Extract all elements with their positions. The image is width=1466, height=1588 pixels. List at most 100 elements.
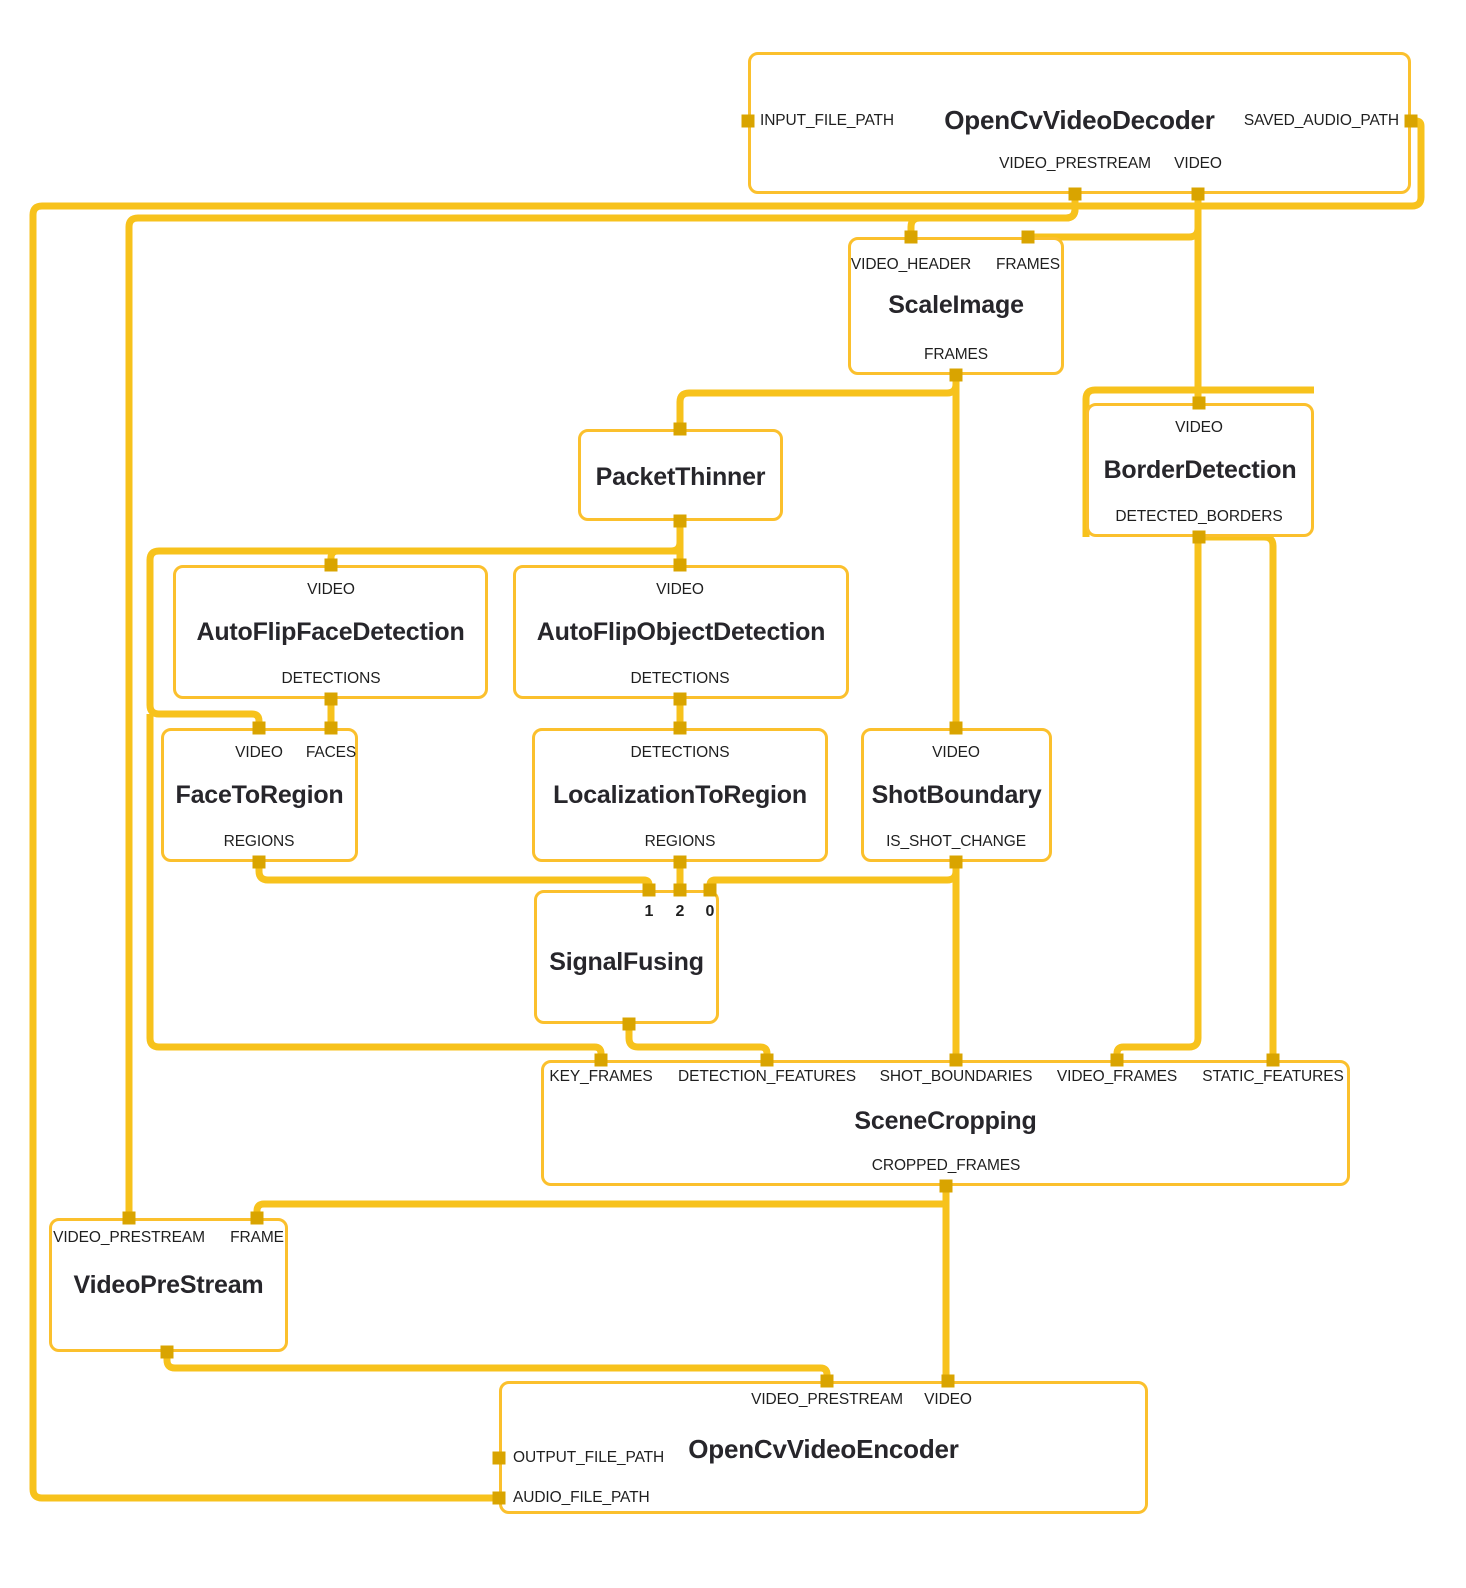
edge (253, 1200, 946, 1218)
port-scale_image-frames[interactable] (1021, 230, 1035, 244)
node-localization_to_region[interactable]: LocalizationToRegion (532, 728, 828, 862)
edge (255, 862, 653, 890)
node-border_detection[interactable]: BorderDetection (1086, 403, 1314, 537)
port-label-signal_fusing-0: 0 (705, 903, 715, 920)
node-title-video_pre_stream: VideoPreStream (73, 1271, 264, 1299)
port-label-scene_cropping-detection-features: DETECTION_FEATURES (678, 1068, 856, 1085)
node-title-autoflip_face_detection: AutoFlipFaceDetection (196, 618, 465, 646)
port-label-border_detection-video: VIDEO (1175, 419, 1223, 436)
edge (146, 714, 605, 1060)
port-scene_cropping-video-frames[interactable] (1110, 1053, 1124, 1067)
edge (907, 194, 1079, 237)
port-label-opencv_video_encoder-audio-file-path: AUDIO_FILE_PATH (513, 1489, 650, 1506)
port-border_detection-detected-borders[interactable] (1192, 530, 1206, 544)
port-opencv_video_decoder-video-prestream[interactable] (1068, 187, 1082, 201)
port-shot_boundary-video[interactable] (949, 721, 963, 735)
edge (676, 375, 960, 429)
edge (163, 1352, 831, 1381)
port-localization_to_region-regions[interactable] (673, 855, 687, 869)
port-label-scale_image-frames: FRAMES (996, 256, 1060, 273)
edge (146, 547, 680, 728)
node-title-opencv_video_encoder: OpenCvVideoEncoder (688, 1434, 959, 1464)
port-opencv_video_encoder-video-prestream[interactable] (820, 1374, 834, 1388)
port-localization_to_region-detections[interactable] (673, 721, 687, 735)
port-label-signal_fusing-1: 1 (644, 903, 654, 920)
port-label-autoflip_object_detection-video: VIDEO (656, 581, 704, 598)
port-label-autoflip_object_detection-detections: DETECTIONS (630, 670, 730, 687)
port-signal_fusing-anon[interactable] (622, 1017, 636, 1031)
node-opencv_video_encoder[interactable]: OpenCvVideoEncoder (499, 1381, 1148, 1514)
edge (327, 521, 684, 565)
edge (1199, 533, 1277, 1060)
port-video_pre_stream-frame[interactable] (250, 1211, 264, 1225)
node-shot_boundary[interactable]: ShotBoundary (861, 728, 1052, 862)
port-label-shot_boundary-is-shot-change: IS_SHOT_CHANGE (886, 833, 1026, 850)
port-label-autoflip_face_detection-detections: DETECTIONS (281, 670, 381, 687)
node-scale_image[interactable]: ScaleImage (848, 237, 1064, 375)
port-opencv_video_decoder-input-file-path[interactable] (741, 114, 755, 128)
port-label-shot_boundary-video: VIDEO (932, 744, 980, 761)
port-face_to_region-faces[interactable] (324, 721, 338, 735)
port-opencv_video_decoder-saved-audio-path[interactable] (1404, 114, 1418, 128)
port-opencv_video_encoder-audio-file-path[interactable] (492, 1491, 506, 1505)
port-signal_fusing-1[interactable] (642, 883, 656, 897)
node-title-signal_fusing: SignalFusing (549, 948, 704, 976)
port-signal_fusing-0[interactable] (703, 883, 717, 897)
edge (625, 1024, 771, 1060)
port-label-video_pre_stream-video-prestream: VIDEO_PRESTREAM (53, 1229, 205, 1246)
port-face_to_region-regions[interactable] (252, 855, 266, 869)
node-title-packet_thinner: PacketThinner (595, 463, 766, 491)
port-label-scale_image-frames: FRAMES (924, 346, 988, 363)
port-signal_fusing-2[interactable] (673, 883, 687, 897)
node-title-scene_cropping: SceneCropping (854, 1107, 1037, 1135)
port-video_pre_stream-video-prestream[interactable] (122, 1211, 136, 1225)
port-autoflip_face_detection-detections[interactable] (324, 692, 338, 706)
port-video_pre_stream-anon[interactable] (160, 1345, 174, 1359)
node-face_to_region[interactable]: FaceToRegion (161, 728, 358, 862)
port-opencv_video_decoder-video[interactable] (1191, 187, 1205, 201)
port-scene_cropping-static-features[interactable] (1266, 1053, 1280, 1067)
port-label-face_to_region-faces: FACES (305, 744, 357, 761)
port-label-face_to_region-regions: REGIONS (223, 833, 295, 850)
port-label-opencv_video_decoder-saved-audio-path: SAVED_AUDIO_PATH (1243, 112, 1399, 129)
port-scene_cropping-key-frames[interactable] (594, 1053, 608, 1067)
port-scale_image-video-header[interactable] (904, 230, 918, 244)
port-packet_thinner-anon[interactable] (673, 514, 687, 528)
node-autoflip_face_detection[interactable]: AutoFlipFaceDetection (173, 565, 488, 699)
port-scale_image-frames[interactable] (949, 368, 963, 382)
edge (29, 117, 1425, 1502)
node-title-scale_image: ScaleImage (888, 291, 1024, 319)
port-opencv_video_encoder-video[interactable] (941, 1374, 955, 1388)
port-label-opencv_video_encoder-video: VIDEO (924, 1391, 972, 1408)
port-label-scale_image-video-header: VIDEO_HEADER (850, 256, 972, 273)
port-opencv_video_encoder-output-file-path[interactable] (492, 1451, 506, 1465)
port-shot_boundary-is-shot-change[interactable] (949, 855, 963, 869)
port-autoflip_object_detection-detections[interactable] (673, 692, 687, 706)
node-signal_fusing[interactable]: SignalFusing (534, 890, 719, 1024)
node-scene_cropping[interactable]: SceneCropping (541, 1060, 1350, 1186)
port-scene_cropping-cropped-frames[interactable] (939, 1179, 953, 1193)
port-scene_cropping-shot-boundaries[interactable] (949, 1053, 963, 1067)
edge (1082, 386, 1314, 537)
port-label-signal_fusing-2: 2 (675, 903, 685, 920)
port-label-autoflip_face_detection-video: VIDEO (307, 581, 355, 598)
port-label-localization_to_region-regions: REGIONS (644, 833, 716, 850)
port-scene_cropping-detection-features[interactable] (760, 1053, 774, 1067)
port-label-scene_cropping-static-features: STATIC_FEATURES (1202, 1068, 1344, 1085)
port-autoflip_face_detection-video[interactable] (324, 558, 338, 572)
node-opencv_video_decoder[interactable]: OpenCvVideoDecoder (748, 52, 1411, 194)
node-title-face_to_region: FaceToRegion (175, 781, 344, 809)
edge (1028, 194, 1202, 241)
port-autoflip_object_detection-video[interactable] (673, 558, 687, 572)
node-packet_thinner[interactable]: PacketThinner (578, 429, 783, 521)
port-border_detection-video[interactable] (1192, 396, 1206, 410)
port-packet_thinner-anon[interactable] (673, 422, 687, 436)
port-label-scene_cropping-shot-boundaries: SHOT_BOUNDARIES (879, 1068, 1033, 1085)
port-face_to_region-video[interactable] (252, 721, 266, 735)
port-label-face_to_region-video: VIDEO (235, 744, 283, 761)
port-label-scene_cropping-cropped-frames: CROPPED_FRAMES (871, 1157, 1021, 1174)
edge (1113, 237, 1202, 1060)
port-label-video_pre_stream-frame: FRAME (230, 1229, 284, 1246)
